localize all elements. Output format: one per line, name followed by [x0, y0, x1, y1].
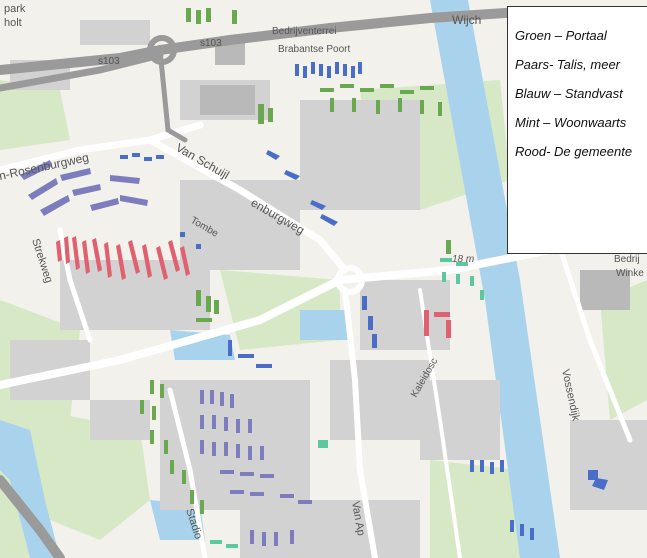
- housing-purple-talis: [20, 160, 312, 546]
- commercial-blocks: [200, 40, 630, 310]
- highways: [0, 7, 525, 558]
- legend-item-blue: Blauw – Standvast: [515, 86, 623, 101]
- label-brabantse-poort: Brabantse Poort: [278, 44, 350, 55]
- label-vossendijk: Vossendijk: [559, 368, 582, 422]
- label-road-s103-right: s103: [200, 38, 222, 49]
- housing-mint-woonwaarts: [210, 258, 484, 548]
- label-wijchen: Wijch: [452, 13, 481, 27]
- legend-item-green: Groen – Portaal: [515, 28, 607, 43]
- label-bedrijventerrein: Bedrijventerrei: [272, 26, 336, 37]
- roundabouts: [147, 35, 365, 295]
- legend-item-purple: Paars- Talis, meer: [515, 57, 620, 72]
- legend-panel: Groen – Portaal Paars- Talis, meer Blauw…: [507, 6, 647, 254]
- label-winkel: Winke: [616, 268, 644, 279]
- housing-red-gemeente: [56, 236, 451, 338]
- label-bedrijf: Bedrij: [614, 254, 640, 265]
- label-holt: holt: [4, 17, 22, 29]
- label-road-s103-left: s103: [98, 56, 120, 67]
- label-elevation: 18 m: [452, 254, 474, 265]
- label-park: park: [4, 3, 26, 15]
- label-strekweg: Strekweg: [29, 237, 55, 284]
- label-van-ap: Van Ap: [349, 500, 367, 536]
- building-blocks: [10, 20, 647, 558]
- housing-blue-standvast: [120, 62, 608, 540]
- legend-item-red: Rood- De gemeente: [515, 144, 633, 159]
- legend-item-mint: Mint – Woonwaarts: [515, 115, 627, 130]
- housing-green-portaal: [140, 8, 451, 514]
